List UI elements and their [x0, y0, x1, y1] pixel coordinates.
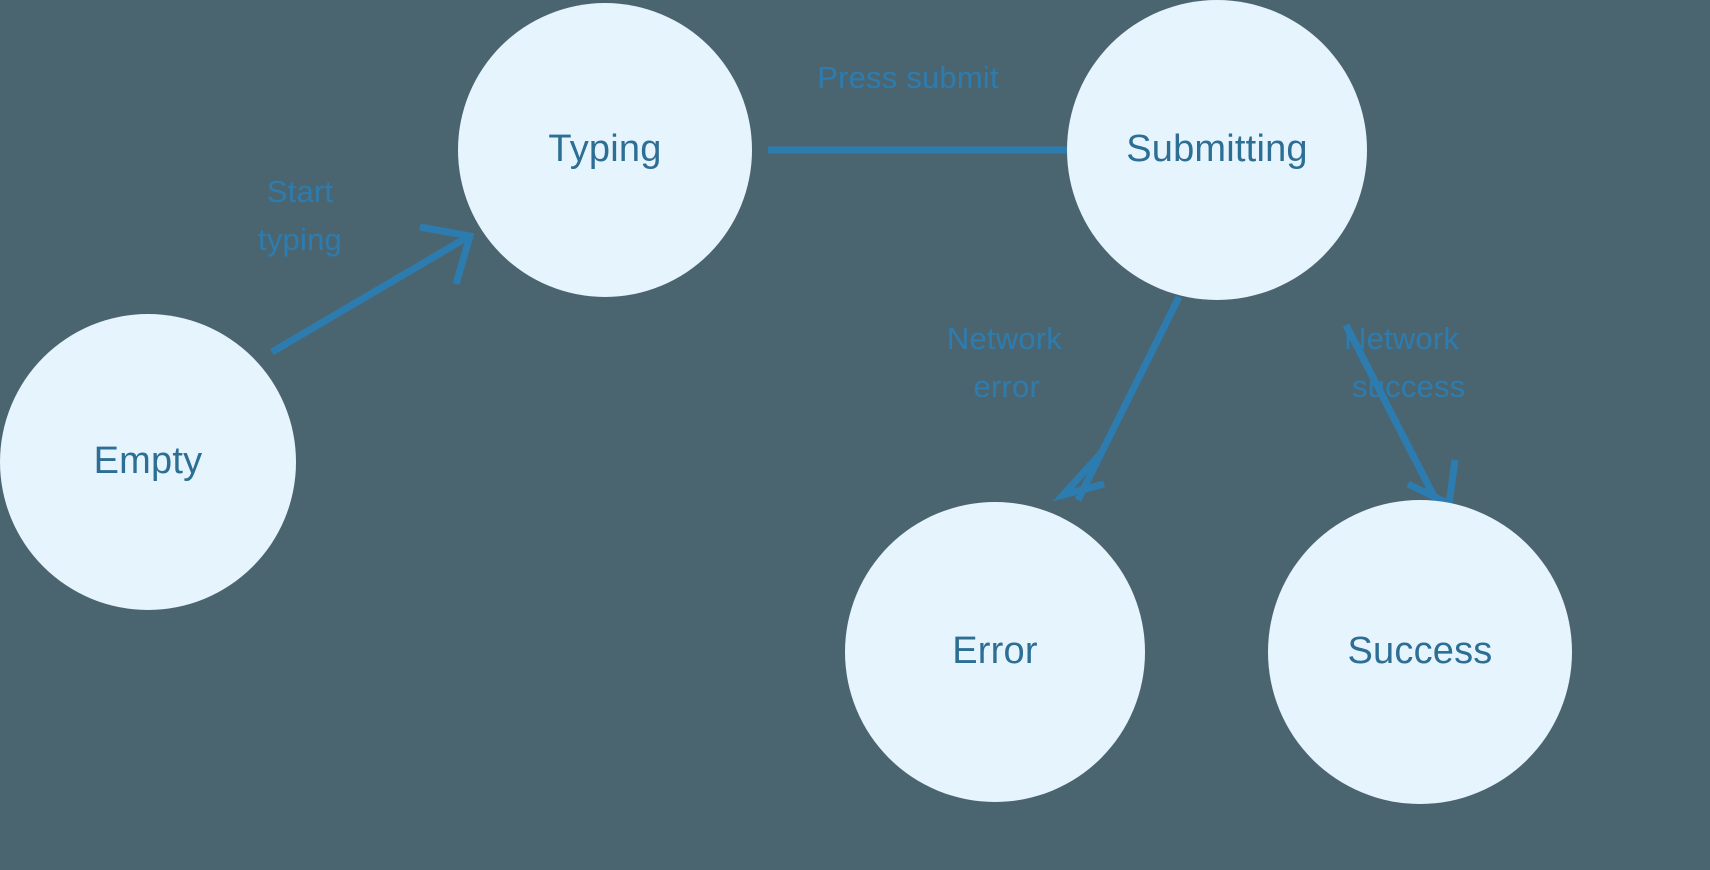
state-node-success[interactable]: Success [1268, 500, 1572, 804]
state-node-error[interactable]: Error [845, 502, 1145, 802]
edge-label-empty-to-typing-line2: typing [258, 222, 342, 257]
edge-submitting-to-error[interactable]: Network error [947, 295, 1183, 502]
state-label-empty: Empty [94, 440, 203, 482]
edge-label-submitting-to-error-line2: error [974, 369, 1040, 404]
state-node-empty[interactable]: Empty [0, 314, 296, 610]
state-circle-success [1268, 500, 1572, 804]
edge-submitting-to-error-arrowhead [1052, 449, 1105, 502]
state-node-typing[interactable]: Typing [458, 3, 752, 297]
state-label-typing: Typing [548, 128, 661, 170]
state-circle-error [845, 502, 1145, 802]
state-label-submitting: Submitting [1126, 128, 1308, 170]
state-label-error: Error [952, 630, 1038, 672]
edge-label-submitting-to-success-line1: Network [1344, 321, 1459, 356]
edge-submitting-to-success[interactable]: Network success [1342, 321, 1465, 512]
edge-empty-to-typing[interactable]: Start typing [258, 174, 475, 356]
state-circle-submitting [1067, 0, 1367, 300]
state-label-success: Success [1347, 630, 1492, 672]
state-circle-typing [458, 3, 752, 297]
edge-empty-to-typing-arrowhead [419, 223, 475, 285]
edge-submitting-to-error-line [1074, 295, 1183, 502]
state-node-submitting[interactable]: Submitting [1067, 0, 1367, 300]
edge-label-typing-to-submitting: Press submit [817, 60, 999, 95]
edge-submitting-to-success-line [1342, 323, 1445, 512]
edge-label-empty-to-typing-line1: Start [267, 174, 334, 209]
edge-label-submitting-to-success-line2: success [1352, 369, 1465, 404]
state-circle-empty [0, 314, 296, 610]
edge-empty-to-typing-line [270, 234, 468, 356]
edge-label-submitting-to-error-line1: Network [947, 321, 1062, 356]
